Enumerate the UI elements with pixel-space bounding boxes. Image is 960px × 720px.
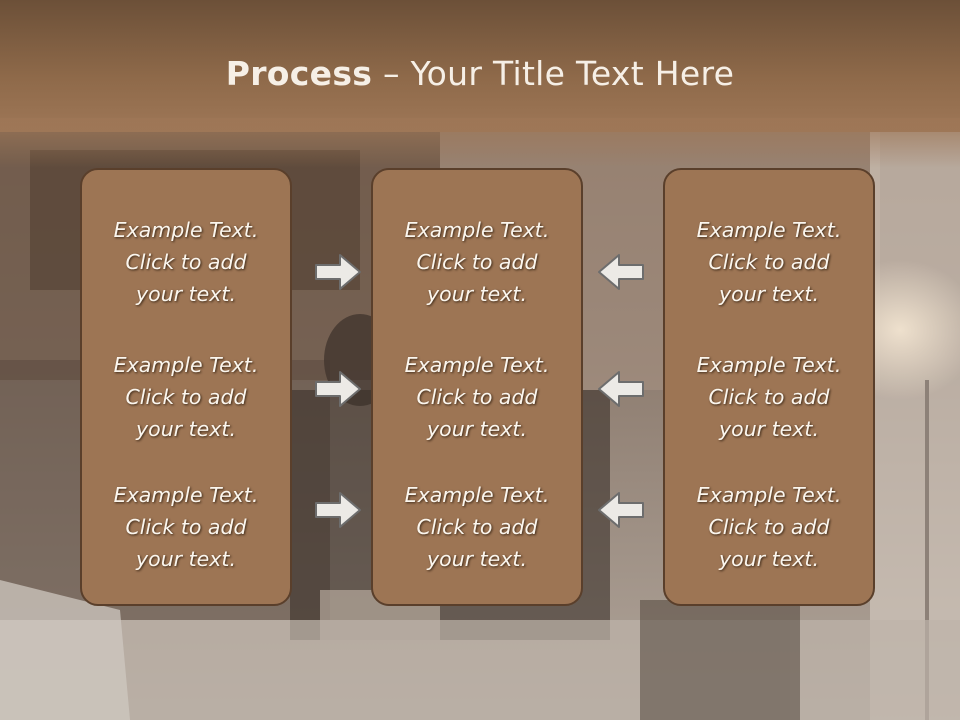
- text-placeholder[interactable]: Example Text. Click to add your text.: [373, 214, 581, 310]
- right-arrow-icon[interactable]: [314, 369, 362, 409]
- text-line: Click to add: [708, 385, 830, 409]
- text-placeholder[interactable]: Example Text. Click to add your text.: [665, 214, 873, 310]
- process-box-right[interactable]: Example Text. Click to add your text. Ex…: [663, 168, 875, 606]
- text-line: Click to add: [125, 250, 247, 274]
- text-placeholder[interactable]: Example Text. Click to add your text.: [82, 349, 290, 445]
- text-line: Example Text.: [113, 483, 259, 507]
- title-rest: – Your Title Text Here: [372, 54, 735, 93]
- process-box-center[interactable]: Example Text. Click to add your text. Ex…: [371, 168, 583, 606]
- slide-title[interactable]: Process – Your Title Text Here: [0, 52, 960, 96]
- left-arrow-icon[interactable]: [597, 252, 645, 292]
- text-line: Example Text.: [696, 353, 842, 377]
- text-line: your text.: [719, 282, 819, 306]
- text-line: Example Text.: [404, 218, 550, 242]
- text-line: Example Text.: [113, 218, 259, 242]
- title-band-fade: [0, 118, 960, 168]
- text-line: Click to add: [416, 250, 538, 274]
- title-band: [0, 0, 960, 132]
- text-line: Example Text.: [404, 353, 550, 377]
- text-line: Click to add: [125, 385, 247, 409]
- text-line: your text.: [136, 282, 236, 306]
- text-placeholder[interactable]: Example Text. Click to add your text.: [373, 479, 581, 575]
- left-arrow-icon[interactable]: [597, 369, 645, 409]
- text-line: Click to add: [416, 515, 538, 539]
- text-line: your text.: [427, 282, 527, 306]
- text-line: Click to add: [708, 515, 830, 539]
- text-line: Click to add: [416, 385, 538, 409]
- right-arrow-icon[interactable]: [314, 490, 362, 530]
- text-line: Example Text.: [696, 483, 842, 507]
- text-line: your text.: [719, 547, 819, 571]
- text-line: Click to add: [125, 515, 247, 539]
- right-arrow-icon[interactable]: [314, 252, 362, 292]
- text-line: your text.: [427, 417, 527, 441]
- text-placeholder[interactable]: Example Text. Click to add your text.: [665, 349, 873, 445]
- text-line: your text.: [427, 547, 527, 571]
- text-placeholder[interactable]: Example Text. Click to add your text.: [373, 349, 581, 445]
- text-placeholder[interactable]: Example Text. Click to add your text.: [82, 214, 290, 310]
- text-line: Example Text.: [404, 483, 550, 507]
- text-line: your text.: [136, 547, 236, 571]
- title-bold: Process: [225, 54, 373, 93]
- process-box-left[interactable]: Example Text. Click to add your text. Ex…: [80, 168, 292, 606]
- text-line: your text.: [136, 417, 236, 441]
- text-placeholder[interactable]: Example Text. Click to add your text.: [82, 479, 290, 575]
- text-line: Example Text.: [696, 218, 842, 242]
- left-arrow-icon[interactable]: [597, 490, 645, 530]
- text-line: your text.: [719, 417, 819, 441]
- text-line: Click to add: [708, 250, 830, 274]
- text-line: Example Text.: [113, 353, 259, 377]
- text-placeholder[interactable]: Example Text. Click to add your text.: [665, 479, 873, 575]
